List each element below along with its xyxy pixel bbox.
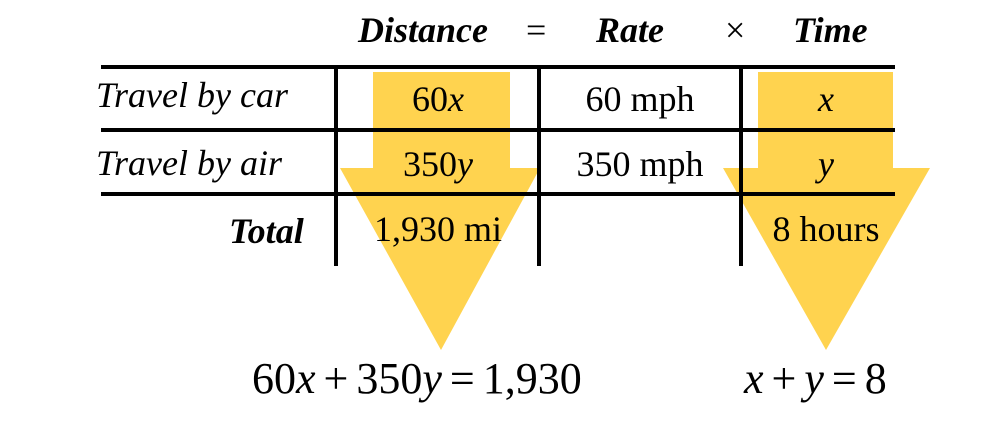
cell-air-rate: 350 mph xyxy=(576,144,704,184)
header-distance: Distance xyxy=(358,10,488,50)
cell-car-rate: 60 mph xyxy=(585,79,695,119)
eq2-var-1: x xyxy=(744,354,764,403)
cell-air-distance: 350y xyxy=(340,143,536,185)
car-distance-var: x xyxy=(448,79,464,119)
eq1-rhs: 1,930 xyxy=(482,354,582,403)
row-label-total: Total xyxy=(229,211,304,251)
cell-total-distance: 1,930 mi xyxy=(373,209,502,249)
eq1-equals: = xyxy=(449,354,475,403)
header-time: Time xyxy=(793,10,868,50)
cell-car-time: x xyxy=(743,78,909,120)
car-time-var: x xyxy=(818,79,834,119)
eq2-equals: = xyxy=(831,354,857,403)
eq1-plus: + xyxy=(323,354,349,403)
air-distance-var: y xyxy=(457,144,473,184)
eq1-coef-2: 350 xyxy=(356,354,423,403)
time-arrow xyxy=(723,72,930,350)
equation-distance: 60x+350y=1,930 xyxy=(252,353,582,404)
row-label-air: Travel by air xyxy=(96,143,282,183)
cell-car-distance: 60x xyxy=(340,78,536,120)
table-grid xyxy=(101,65,895,266)
eq2-plus: + xyxy=(771,354,797,403)
cell-total-time: 8 hours xyxy=(772,209,880,249)
eq2-var-2: y xyxy=(804,354,824,403)
cell-air-time: y xyxy=(743,143,909,185)
car-distance-coef: 60 xyxy=(412,79,448,119)
eq1-var-2: y xyxy=(422,354,442,403)
distance-arrow xyxy=(340,72,540,350)
air-time-var: y xyxy=(818,144,834,184)
arrows xyxy=(340,72,930,350)
row-label-car: Travel by car xyxy=(96,75,288,115)
air-distance-coef: 350 xyxy=(403,144,457,184)
header-rate: Rate xyxy=(596,10,664,50)
header-equals: = xyxy=(526,10,547,50)
eq2-rhs: 8 xyxy=(864,354,887,403)
eq1-coef-1: 60 xyxy=(252,354,296,403)
header-times: × xyxy=(725,10,746,50)
eq1-var-1: x xyxy=(296,354,316,403)
equation-time: x+y=8 xyxy=(744,353,887,404)
